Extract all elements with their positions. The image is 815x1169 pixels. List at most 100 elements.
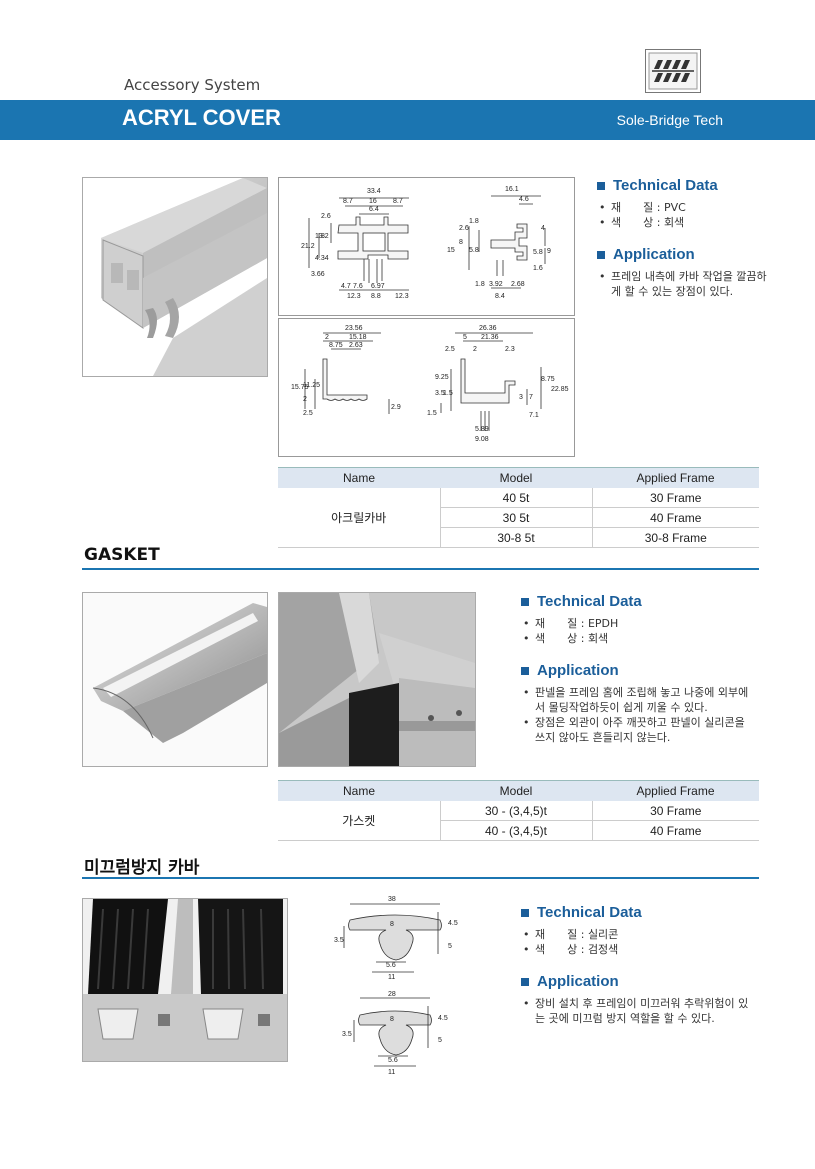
table-cell: 30 5t: [440, 507, 593, 528]
bullet-square-icon: [521, 908, 529, 917]
dim-label: 4: [541, 225, 545, 232]
dim-label: 1.8: [469, 218, 479, 225]
dim-label: 4.6: [519, 196, 529, 203]
gasket-info: Technical Data 재 질 : EPDH 색 상 : 회색 Appli…: [521, 593, 771, 761]
list-item: 장비 설치 후 프레임이 미끄러워 추락위험이 있는 곳에 미끄럼 방지 역할을…: [521, 996, 756, 1026]
dim-label: 4.7: [341, 283, 351, 290]
table-cell: 30 Frame: [592, 801, 759, 821]
bullet-square-icon: [597, 181, 605, 190]
antislip-info: Technical Data 재 질 : 실리콘 색 상 : 검정색 Appli…: [521, 904, 771, 1042]
antislip-drawing: 38 8 4.5 3.5 5 5.6 11 28 8 4.5 3.5 5 5.6…: [330, 890, 470, 1080]
technical-data-heading: Technical Data: [521, 904, 771, 921]
list-item: 프레임 내측에 카바 작업을 깔끔하게 할 수 있는 장점이 있다.: [597, 269, 767, 299]
bullet-square-icon: [521, 666, 529, 675]
acryl-cover-photo: [82, 177, 268, 377]
list-item: 재 질 : EPDH: [521, 616, 771, 631]
dim-label: 1.5: [427, 410, 437, 417]
table-row: 아크릴카바 40 5t 30 Frame: [278, 488, 759, 548]
list-item: 장점은 외관이 아주 깨끗하고 판넬이 실리콘을 쓰지 않아도 흔들리지 않는다…: [521, 715, 751, 745]
dim-label: 21.2: [301, 243, 315, 250]
list-item: 재 질 : PVC: [597, 200, 797, 215]
dim-label: 4.5: [438, 1015, 448, 1022]
dim-label: 3.5: [342, 1031, 352, 1038]
list-item: 판넬을 프레임 홈에 조립해 놓고 나중에 외부에서 몰딩작업하듯이 쉽게 끼울…: [521, 685, 751, 715]
table-row: 30-8 5t 30-8 Frame: [278, 527, 759, 548]
page-subtitle: Accessory System: [124, 76, 261, 94]
dim-label: 8: [321, 233, 325, 240]
dim-label: 5.8: [533, 249, 543, 256]
dim-label: 15.18: [349, 334, 367, 341]
table-cell: 40 Frame: [592, 820, 759, 841]
dim-label: 8.4: [495, 293, 505, 300]
dim-label: 3.5: [435, 390, 445, 397]
dim-label: 16: [369, 198, 377, 205]
gasket-installed-photo: [278, 592, 476, 767]
table-cell: 가스켓: [278, 801, 441, 841]
table-cell: 30-8 5t: [440, 527, 593, 548]
dim-label: 5.6: [386, 962, 396, 969]
antislip-section-title: 미끄럼방지 카바: [84, 858, 200, 878]
list-item: 재 질 : 실리콘: [521, 927, 771, 942]
dim-label: 2.6: [321, 213, 331, 220]
dim-label: 3.5: [334, 937, 344, 944]
dim-label: 2: [473, 346, 477, 353]
dim-label: 2.9: [391, 404, 401, 411]
dim-label: 2: [303, 396, 307, 403]
list-item: 색 상 : 회색: [597, 215, 797, 230]
dim-label: 8.7: [343, 198, 353, 205]
dim-label: 8.75: [329, 342, 343, 349]
dim-label: 4.34: [315, 255, 329, 262]
dim-label: 8: [390, 1016, 394, 1023]
gasket-photo: [82, 592, 268, 767]
antislip-photo: [82, 898, 288, 1062]
dim-label: 15.75: [291, 384, 309, 391]
table-cell: 30-8 Frame: [592, 527, 759, 548]
dim-label: 5.8: [469, 247, 479, 254]
header-banner: ACRYL COVER Sole-Bridge Tech: [0, 100, 815, 140]
application-list: 장비 설치 후 프레임이 미끄러워 추락위험이 있는 곳에 미끄럼 방지 역할을…: [521, 996, 756, 1026]
dim-label: 5.6: [388, 1057, 398, 1064]
list-item: 색 상 : 검정색: [521, 942, 771, 957]
dim-label: 8.7: [393, 198, 403, 205]
dim-label: 5.89: [475, 426, 489, 433]
acryl-spec-table: Name Model Applied Frame 아크릴카바 40 5t 30 …: [278, 467, 759, 548]
table-cell: 40 - (3,4,5)t: [440, 820, 593, 841]
dim-label: 7.6: [353, 283, 363, 290]
application-heading: Application: [597, 246, 797, 263]
dim-label: 23.56: [345, 325, 363, 332]
dim-label: 11: [388, 974, 395, 981]
dim-label: 5: [463, 334, 467, 341]
table-row: 30 5t 40 Frame: [278, 507, 759, 528]
dim-label: 9: [547, 248, 551, 255]
table-header: Applied Frame: [592, 780, 759, 801]
dim-label: 6.4: [369, 206, 379, 213]
dim-label: 26.36: [479, 325, 497, 332]
table-cell: 아크릴카바: [278, 488, 441, 548]
section-divider: [82, 877, 759, 879]
gasket-section-title: GASKET: [84, 545, 160, 565]
dim-label: 5: [438, 1037, 442, 1044]
dim-label: 11: [388, 1069, 395, 1076]
dim-label: 13.2: [315, 233, 329, 240]
technical-data-list: 재 질 : 실리콘 색 상 : 검정색: [521, 927, 771, 957]
dim-label: 21.36: [481, 334, 499, 341]
technical-data-list: 재 질 : PVC 색 상 : 회색: [597, 200, 797, 230]
table-header: Model: [440, 780, 592, 801]
acryl-info: Technical Data 재 질 : PVC 색 상 : 회색 Applic…: [597, 177, 797, 315]
acryl-cover-drawing-2: 23.56 2 15.18 8.75 2.63 15.75 11.25 2 2.…: [278, 318, 575, 457]
dim-label: 12.3: [347, 293, 361, 300]
dim-label: 8.8: [371, 293, 381, 300]
dim-label: 22.85: [551, 386, 569, 393]
page-title: ACRYL COVER: [122, 105, 281, 130]
list-item: 색 상 : 회색: [521, 631, 771, 646]
dim-label: 2.3: [505, 346, 515, 353]
bullet-square-icon: [521, 977, 529, 986]
dim-label: 16.1: [505, 186, 519, 193]
dim-label: 7.1: [529, 412, 539, 419]
technical-data-list: 재 질 : EPDH 색 상 : 회색: [521, 616, 771, 646]
technical-data-heading: Technical Data: [597, 177, 797, 194]
dim-label: 6.97: [371, 283, 385, 290]
dim-label: 2.68: [511, 281, 525, 288]
dim-label: 3.92: [489, 281, 503, 288]
dim-label: 2.5: [445, 346, 455, 353]
